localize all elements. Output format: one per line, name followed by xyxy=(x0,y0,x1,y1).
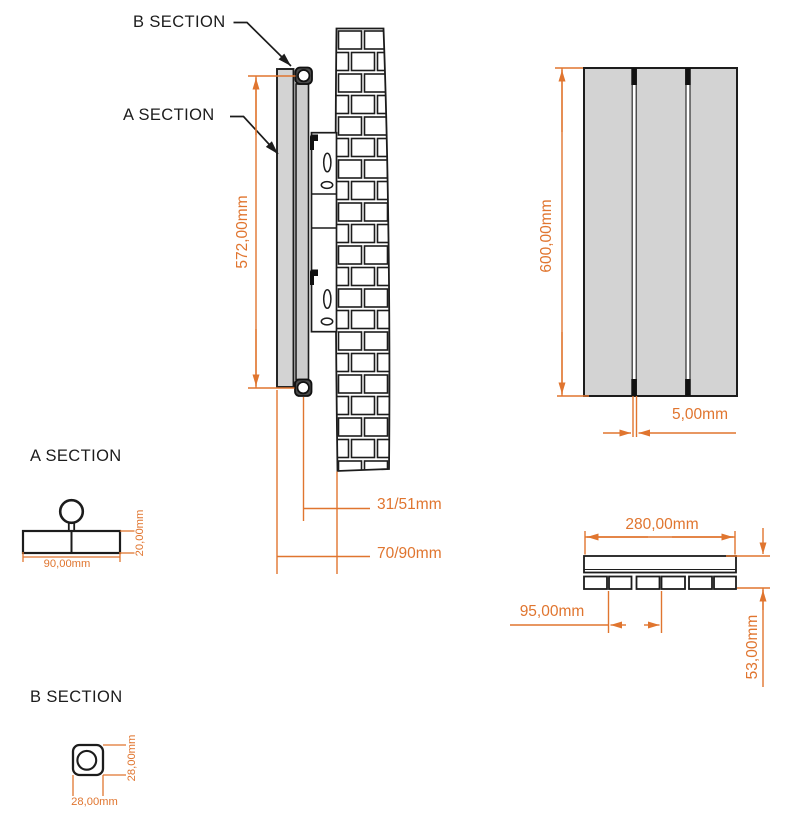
pipe-bottom xyxy=(294,378,313,397)
bracket-hook-top xyxy=(310,134,318,150)
dim-572-label: 572,00mm xyxy=(233,195,251,269)
top-view-dimensions xyxy=(510,528,770,687)
front-view-dimensions xyxy=(555,67,736,437)
bracket-slot-vertical-top xyxy=(322,152,332,173)
a-section-leader-arrow xyxy=(230,115,279,155)
bracket-slot-vertical-bottom xyxy=(322,288,332,310)
brick-wall xyxy=(334,27,391,472)
dim-600 xyxy=(555,67,589,397)
a-section-callout-label: A SECTION xyxy=(123,106,215,124)
side-view-dimensions xyxy=(248,75,370,574)
dim-280-label: 280,00mm xyxy=(625,516,699,533)
a-section-detail xyxy=(21,498,135,562)
dim-572 xyxy=(248,75,296,389)
bracket-hook-bottom xyxy=(310,269,318,285)
b-section-dims xyxy=(72,744,126,796)
dim-5 xyxy=(603,396,736,437)
a-section-heading: A SECTION xyxy=(30,447,122,465)
dim-31-51-label: 31/51mm xyxy=(377,496,442,513)
dim-a-width-label: 90,00mm xyxy=(43,557,91,570)
radiator-panel-side xyxy=(276,68,295,388)
dim-b-width-label: 28,00mm xyxy=(71,796,118,808)
bracket-slot-horizontal-bottom xyxy=(320,317,334,326)
a-section-dims xyxy=(22,530,135,562)
radiator-panels-front xyxy=(583,67,738,397)
b-section-heading: B SECTION xyxy=(30,688,123,706)
dim-53 xyxy=(726,528,770,687)
dim-70-90-label: 70/90mm xyxy=(377,545,442,562)
side-view xyxy=(230,21,391,472)
bracket-slot-horizontal-top xyxy=(320,180,334,190)
wall-bracket xyxy=(310,131,338,333)
dim-5-label: 5,00mm xyxy=(672,406,728,423)
dim-280 xyxy=(584,531,736,555)
panel-gap-2 xyxy=(685,68,691,396)
dim-95-label: 95,00mm xyxy=(519,603,585,620)
b-section-leader-arrow xyxy=(233,21,292,67)
top-view-body xyxy=(583,555,737,574)
radiator-channel xyxy=(295,83,310,381)
dim-95 xyxy=(510,591,663,633)
panel-gap-1 xyxy=(631,68,637,396)
dim-b-height-label: 28,00mm xyxy=(125,734,138,782)
dim-depth-lines xyxy=(276,390,370,574)
top-view-fins xyxy=(583,575,737,590)
dim-a-height-label: 20,00mm xyxy=(134,509,147,557)
b-section-callout-label: B SECTION xyxy=(133,13,226,31)
dim-600-label: 600,00mm xyxy=(537,199,555,273)
dim-53-label: 53,00mm xyxy=(743,614,761,680)
front-view xyxy=(583,67,738,397)
top-view xyxy=(583,555,737,590)
b-section-detail xyxy=(71,743,126,796)
pipe-top xyxy=(294,66,313,85)
